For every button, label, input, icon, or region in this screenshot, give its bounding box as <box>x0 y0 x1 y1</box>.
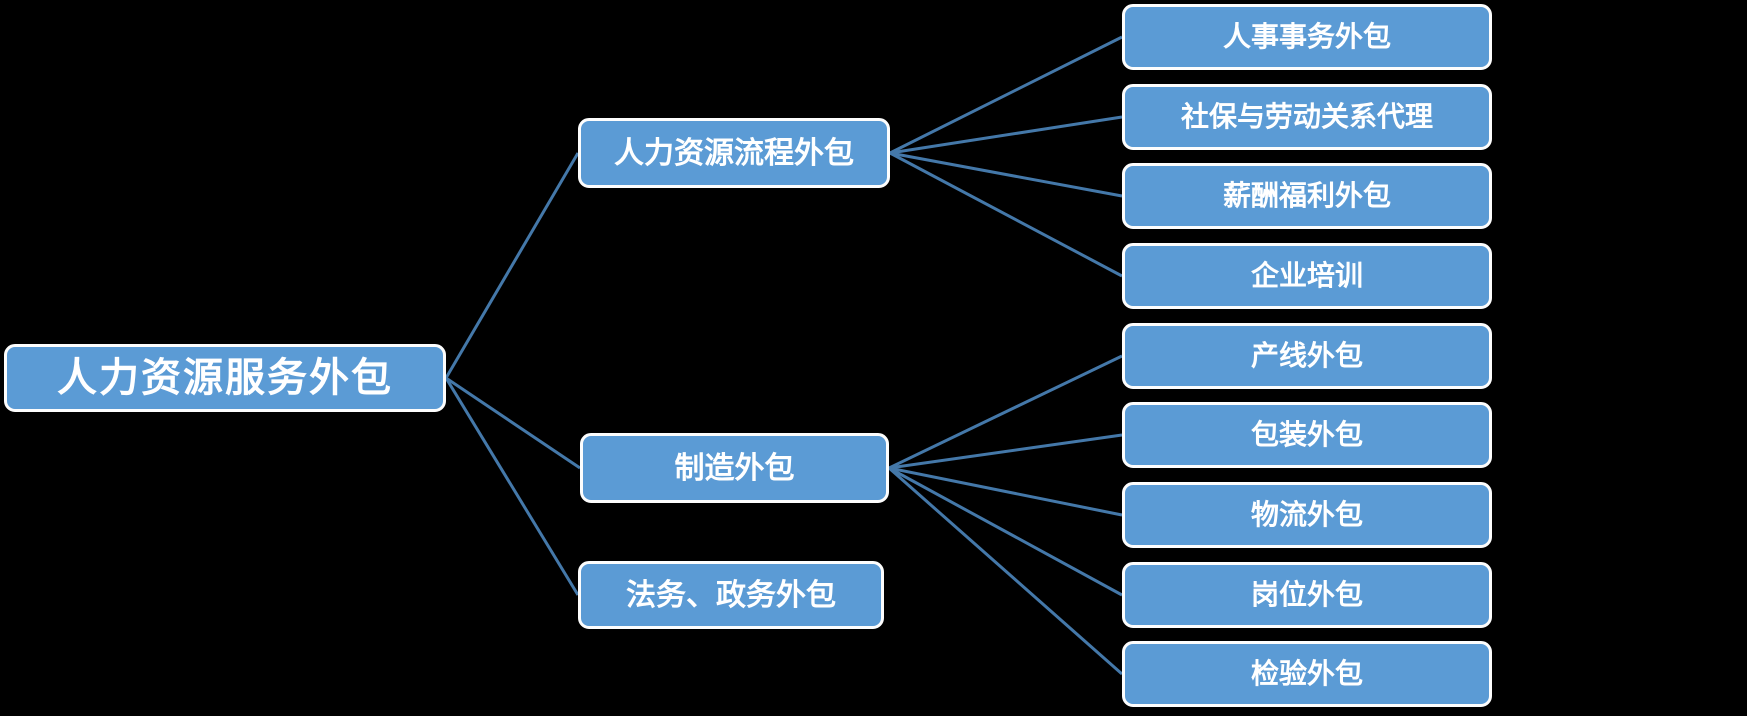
edge-line-root-m3 <box>444 377 580 596</box>
diagram-node-m1: 人力资源流程外包 <box>578 118 890 188</box>
node-label-m1: 人力资源流程外包 <box>614 136 854 170</box>
node-label-l1: 人事事务外包 <box>1222 20 1391 52</box>
diagram-node-m2: 制造外包 <box>580 433 889 503</box>
edge-line-m1-l1 <box>889 35 1123 155</box>
diagram-node-m3: 法务、政务外包 <box>578 561 884 629</box>
edge-line-m1-l2 <box>889 115 1123 155</box>
edge-line-m2-l8 <box>888 466 1123 597</box>
diagram-node-l5: 产线外包 <box>1122 323 1492 389</box>
node-label-l6: 包装外包 <box>1250 418 1363 450</box>
node-label-root: 人力资源服务外包 <box>57 356 393 400</box>
node-label-l3: 薪酬福利外包 <box>1222 179 1391 211</box>
edge-line-m2-l5 <box>888 354 1123 470</box>
diagram-node-l4: 企业培训 <box>1122 243 1492 309</box>
diagram-node-l2: 社保与劳动关系代理 <box>1122 84 1492 150</box>
node-label-l7: 物流外包 <box>1250 498 1363 530</box>
node-label-l2: 社保与劳动关系代理 <box>1180 100 1433 132</box>
node-label-l8: 岗位外包 <box>1250 578 1363 610</box>
edge-line-m1-l4 <box>889 151 1123 278</box>
diagram-node-l9: 检验外包 <box>1122 641 1492 707</box>
diagram-node-l8: 岗位外包 <box>1122 562 1492 628</box>
edge-line-m1-l3 <box>889 151 1123 198</box>
diagram-node-l1: 人事事务外包 <box>1122 4 1492 70</box>
diagram-node-l7: 物流外包 <box>1122 482 1492 548</box>
node-label-l9: 检验外包 <box>1250 657 1363 689</box>
node-label-l4: 企业培训 <box>1250 259 1363 291</box>
diagram-node-l6: 包装外包 <box>1122 402 1492 468</box>
node-label-m3: 法务、政务外包 <box>626 578 836 612</box>
diagram-node-l3: 薪酬福利外包 <box>1122 163 1492 229</box>
edge-line-m2-l9 <box>888 466 1123 676</box>
diagram-node-root: 人力资源服务外包 <box>4 344 446 412</box>
edge-line-m2-l6 <box>888 433 1123 470</box>
edge-line-m2-l7 <box>888 466 1123 517</box>
node-label-m2: 制造外包 <box>674 451 795 485</box>
edge-line-root-m2 <box>445 376 581 470</box>
edge-line-root-m1 <box>444 152 580 379</box>
node-label-l5: 产线外包 <box>1250 339 1363 371</box>
